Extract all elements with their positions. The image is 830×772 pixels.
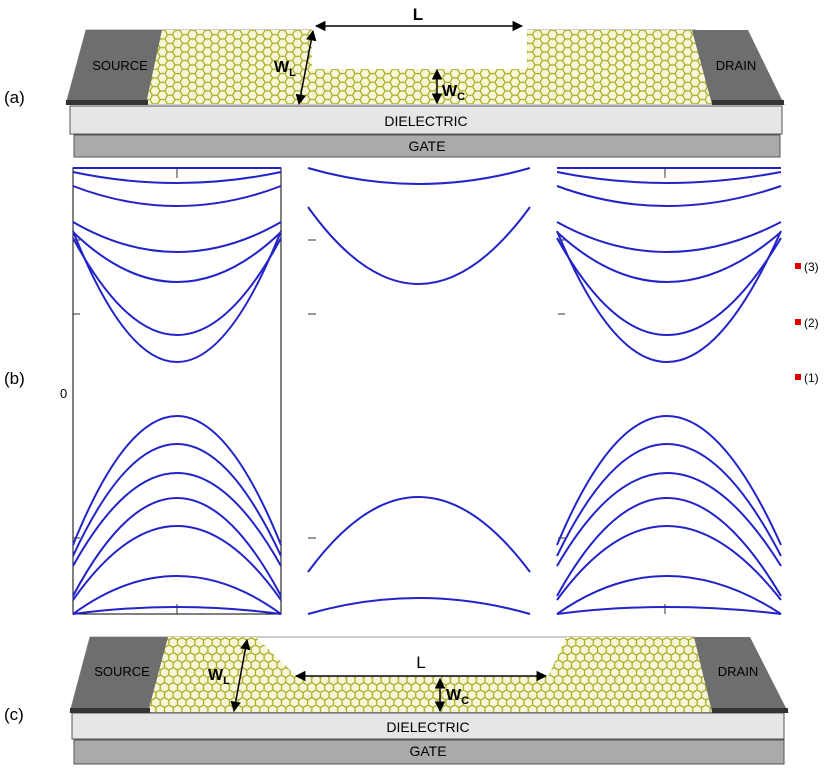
narrow-width-label-a: WC xyxy=(442,83,465,103)
band-curves xyxy=(72,166,782,615)
length-label-c: L xyxy=(416,653,425,672)
constriction-valence-band-2 xyxy=(307,597,531,615)
lead-left-conduction-band-3 xyxy=(72,185,282,207)
lead-left-valence-band-2 xyxy=(72,443,282,557)
lead-right-valence-band-6 xyxy=(556,575,782,615)
legend-marker-3 xyxy=(795,263,801,269)
gate-label-a: GATE xyxy=(408,138,445,154)
lead-left-valence-band-1 xyxy=(72,415,282,546)
energy-zero-label: 0 xyxy=(60,386,67,401)
panel-a-device: (a) DIELECTRIC GATE SOURCE DRAIN L WL WC xyxy=(4,5,786,158)
lead-left-valence-band-4 xyxy=(72,497,282,597)
source-contact-c xyxy=(70,637,168,712)
lead-left-valence-band-5 xyxy=(72,525,282,601)
drain-label-c: DRAIN xyxy=(718,664,758,679)
constriction-valence-band-1 xyxy=(307,496,531,573)
lead-left-conduction-band-7 xyxy=(72,230,282,363)
lead-left-conduction-band-5 xyxy=(72,231,282,283)
legend-label-2: (2) xyxy=(804,316,819,330)
wide-width-label-c: WL xyxy=(208,667,230,687)
lead-left-conduction-band-2 xyxy=(72,171,282,184)
lead-left-conduction-band-6 xyxy=(72,237,282,336)
legend-label-1: (1) xyxy=(804,371,819,385)
panel-a-label: (a) xyxy=(4,88,25,107)
dielectric-layer-c xyxy=(71,712,785,740)
panel-c-label: (c) xyxy=(4,705,24,724)
lead-right-conduction-band-3 xyxy=(556,185,782,207)
lead-right-valence-band-1 xyxy=(556,415,782,546)
lead-right-conduction-band-7 xyxy=(556,230,782,363)
narrow-width-label-c: WC xyxy=(446,687,469,707)
legend-marker-2 xyxy=(795,319,801,325)
drain-contact-c xyxy=(694,637,788,712)
lead-right-valence-band-3 xyxy=(556,472,782,567)
panel-b-band-plot: (b) 0 (3) (2) (1) xyxy=(4,166,819,615)
lead-right-valence-band-7 xyxy=(556,606,782,615)
lead-right-valence-band-2 xyxy=(556,443,782,557)
lead-left-valence-band-7 xyxy=(72,606,282,615)
axis-ticks xyxy=(73,168,666,614)
panel-b-label: (b) xyxy=(4,369,25,388)
dielectric-label-a: DIELECTRIC xyxy=(384,113,467,129)
lead-right-valence-band-4 xyxy=(556,497,782,597)
wide-width-arrow-a xyxy=(295,29,317,106)
graphene-ribbon-c xyxy=(148,637,712,712)
lead-right-conduction-band-2 xyxy=(556,171,782,184)
legend-marker-1 xyxy=(795,374,801,380)
dielectric-label-c: DIELECTRIC xyxy=(386,719,469,735)
gate-layer-c xyxy=(73,739,785,765)
legend-label-3: (3) xyxy=(804,260,819,274)
constriction-notch-a xyxy=(312,29,527,69)
wide-width-arrow-c xyxy=(230,638,251,713)
constriction-conduction-band-2 xyxy=(307,167,531,185)
lead-right-conduction-band-6 xyxy=(556,237,782,336)
source-label-c: SOURCE xyxy=(94,664,150,679)
dielectric-layer-a xyxy=(69,105,783,135)
source-label-a: SOURCE xyxy=(92,58,148,73)
lead-right-valence-band-5 xyxy=(556,525,782,601)
wide-width-label-a: WL xyxy=(274,59,296,79)
constriction-conduction-band-1 xyxy=(307,206,531,285)
lead-left-valence-band-6 xyxy=(72,575,282,615)
panel-c-device: (c) DIELECTRIC GATE SOURCE DRAIN L WL WC xyxy=(4,636,790,765)
lead-right-conduction-band-5 xyxy=(556,231,782,283)
lead-left-valence-band-3 xyxy=(72,472,282,567)
lead-right-conduction-band-4 xyxy=(556,221,782,253)
drain-label-a: DRAIN xyxy=(716,58,756,73)
source-contact-a xyxy=(66,30,162,104)
gate-layer-a xyxy=(73,134,781,158)
gate-label-c: GATE xyxy=(409,743,446,759)
lead-left-conduction-band-4 xyxy=(72,221,282,253)
legend: (3) (2) (1) xyxy=(795,260,819,385)
length-label-a: L xyxy=(413,5,423,24)
